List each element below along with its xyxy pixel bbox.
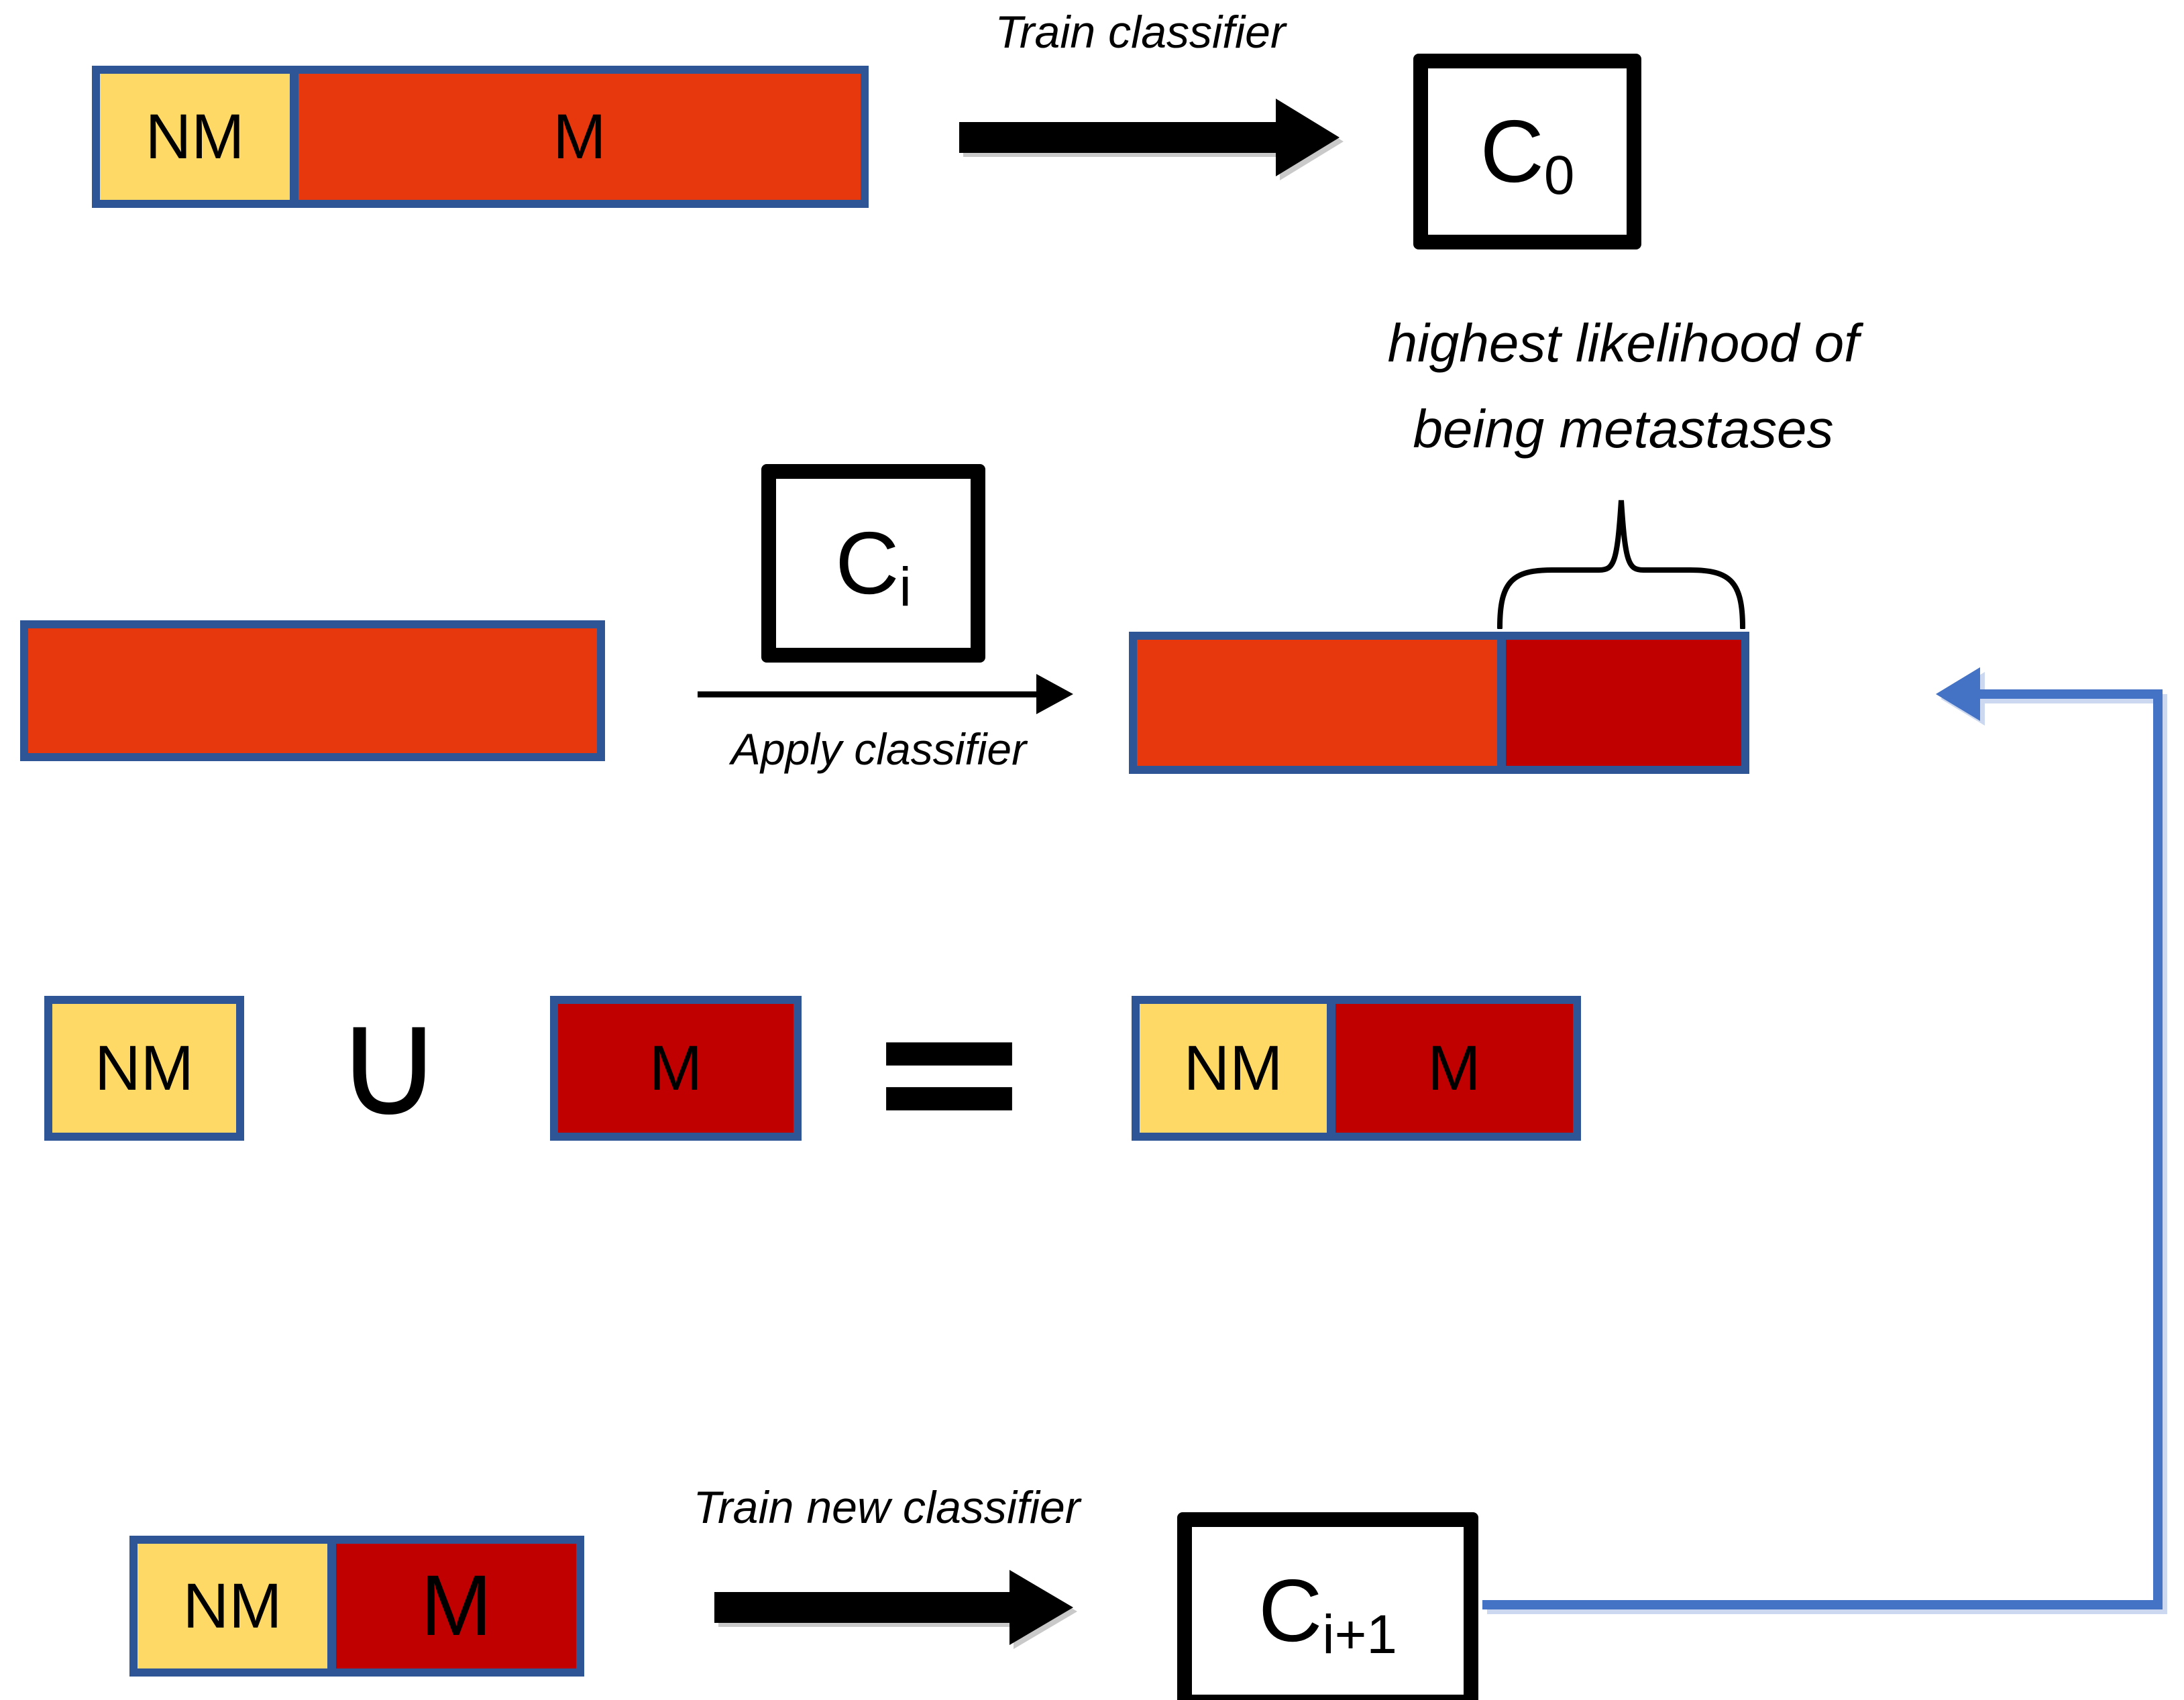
classifier-ci-label: Ci [835,519,912,615]
arrow-right-icon [1276,99,1340,176]
classifier-ci-box: Ci [761,464,985,663]
highest-likelihood-annotation: highest likelihood of being metastases [1274,300,1972,472]
new-training-set-bar: NM M [129,1536,584,1677]
m-set-label: M [649,1032,703,1104]
nm-set-label: NM [95,1032,194,1104]
brace-icon [1497,500,1745,629]
non-metastases-segment: NM [100,74,290,200]
classifier-ci1-label: Ci+1 [1258,1567,1397,1662]
train-arrow-shaft [959,122,1276,153]
m-set-box: M [550,996,802,1141]
c0-base: C [1480,102,1544,201]
scored-set-bar [1129,632,1749,774]
ci1-subscript: i+1 [1322,1604,1397,1665]
loop-bottom-segment [1482,1600,2163,1609]
nm-label: NM [145,101,245,172]
unlabeled-set-bar [20,620,605,761]
nm-set-box: NM [44,996,244,1141]
new-training-set-sections: NM M [138,1544,576,1668]
equals-operator: = [865,952,1034,1187]
arrow-left-icon [1936,667,1980,721]
union-operator: ∪ [333,974,445,1151]
metastases-segment: M [298,74,861,200]
apply-arrow-head-icon [1036,674,1073,714]
arrow-right-icon [1009,1570,1073,1645]
high-score-segment [1506,640,1741,766]
new-m-label: M [420,1558,492,1654]
scored-set-sections [1137,640,1741,766]
apply-arrow-shaft [698,691,1036,697]
train-new-arrow-shaft [714,1592,1011,1623]
m-set-sections: M [558,1004,794,1133]
train-new-classifier-caption: Train new classifier [693,1482,1081,1533]
ci1-base: C [1258,1561,1323,1660]
union-result-sections: NM M [1140,1004,1573,1133]
training-set-bar: NM M [92,66,869,208]
result-m-segment: M [1335,1004,1573,1133]
result-m-label: M [1427,1032,1481,1104]
ci-subscript: i [899,557,912,618]
m-label: M [553,101,606,172]
c0-subscript: 0 [1543,145,1575,206]
unlabeled-set-sections [28,628,597,753]
unlabeled-segment [28,628,597,753]
training-set-bar-sections: NM M [100,74,861,200]
m-set-segment: M [558,1004,794,1133]
result-nm-label: NM [1183,1032,1283,1104]
new-m-segment: M [336,1544,576,1668]
annotation-line2: being metastases [1413,399,1834,459]
classifier-ci1-box: Ci+1 [1177,1512,1478,1700]
classifier-c0-label: C0 [1480,107,1575,203]
new-nm-label: NM [182,1570,282,1642]
union-result-bar: NM M [1132,996,1581,1141]
new-nm-segment: NM [138,1544,327,1668]
nm-set-sections: NM [52,1004,236,1133]
apply-classifier-caption: Apply classifier [730,724,1027,774]
nm-set-segment: NM [52,1004,236,1133]
train-classifier-caption: Train classifier [995,7,1286,58]
classifier-c0-box: C0 [1413,54,1641,249]
ci-base: C [835,514,899,612]
loop-top-segment [1980,689,2163,699]
low-score-segment [1137,640,1497,766]
annotation-line1: highest likelihood of [1387,313,1859,373]
result-nm-segment: NM [1140,1004,1327,1133]
loop-right-segment [2153,689,2163,1609]
